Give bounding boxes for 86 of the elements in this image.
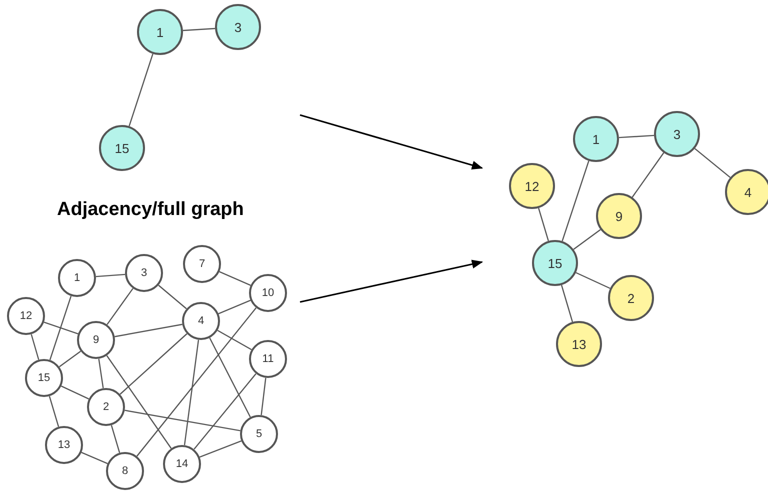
node-number: 7 [198, 258, 206, 270]
graph-node [240, 415, 278, 453]
graph-node [596, 193, 642, 239]
node-number: 10 [262, 288, 274, 298]
graph-edge [110, 425, 120, 453]
node-number: 1 [592, 132, 600, 146]
graph-edge [218, 300, 251, 314]
node-number: 13 [58, 440, 70, 450]
graph-node [25, 359, 63, 397]
graph-node [137, 9, 183, 55]
node-number: 8 [122, 466, 128, 476]
graph-edge [98, 358, 104, 388]
graph-node [249, 274, 287, 312]
graph-edge [219, 271, 251, 286]
graph-node [654, 111, 700, 157]
graph-node [163, 445, 201, 483]
graph-node [556, 321, 602, 367]
graph-edge [48, 396, 60, 427]
graph-edge [184, 340, 200, 446]
graph-node [106, 452, 144, 490]
graph-edge [81, 452, 108, 464]
node-number: 15 [548, 256, 562, 270]
graph-edge [573, 229, 601, 250]
node-number: 3 [140, 268, 148, 278]
node-number: 9 [615, 210, 623, 222]
graph-node [87, 388, 125, 426]
graph-edge [260, 378, 266, 416]
graph-node [7, 297, 45, 335]
node-number: 15 [38, 372, 50, 384]
graph-heading: Adjacency/full graph [57, 199, 244, 221]
node-number: 3 [673, 128, 681, 140]
node-number: 1 [156, 26, 164, 38]
graph-edge [562, 160, 590, 242]
graph-edge [136, 307, 257, 457]
graph-edge [114, 324, 182, 338]
node-number: 13 [572, 338, 586, 350]
graph-edge [158, 284, 187, 310]
node-number: 4 [198, 316, 204, 326]
graph-edge [30, 334, 40, 360]
graph-edge [694, 148, 731, 178]
graph-edge [124, 410, 240, 432]
graph-node [182, 302, 220, 340]
node-number: 4 [744, 186, 752, 198]
graph-edge [209, 338, 251, 418]
graph-edge [632, 152, 664, 198]
node-number: 12 [524, 180, 540, 192]
graph-node [58, 259, 96, 297]
graph-edge [106, 288, 134, 325]
graph-edge [49, 296, 72, 360]
graph-edge [618, 134, 654, 138]
node-number: 14 [176, 458, 188, 470]
node-number: 12 [20, 310, 32, 322]
graph-edge [217, 330, 252, 350]
graph-edge [60, 386, 90, 400]
graph-edge [44, 322, 78, 334]
graph-node [509, 163, 555, 209]
graph-edge [576, 272, 610, 289]
node-number: 3 [234, 20, 242, 34]
graph-node [99, 125, 145, 171]
graph-node [77, 321, 115, 359]
node-number: 2 [102, 402, 110, 412]
node-number: 15 [114, 142, 130, 154]
graph-edge [106, 355, 172, 449]
graph-node [532, 240, 578, 286]
node-number: 1 [74, 272, 80, 284]
graph-edge [560, 284, 574, 322]
graph-node [573, 116, 619, 162]
graph-edge [128, 54, 154, 126]
graph-edge [199, 440, 242, 458]
node-number: 2 [627, 292, 635, 304]
graph-node [725, 169, 768, 215]
graph-node [125, 254, 163, 292]
node-number: 5 [256, 428, 262, 440]
graph-node [249, 340, 287, 378]
graph-edge [58, 350, 82, 368]
graph-edge [194, 373, 256, 450]
graph-node [608, 275, 654, 321]
node-number: 11 [262, 354, 274, 364]
graph-edge [120, 333, 188, 395]
graph-edge [538, 208, 549, 242]
graph-edge [96, 274, 126, 278]
graph-node [183, 245, 221, 283]
graph-edge [182, 28, 216, 32]
graph-node [215, 4, 261, 50]
node-number: 9 [92, 334, 100, 346]
graph-node [45, 426, 83, 464]
